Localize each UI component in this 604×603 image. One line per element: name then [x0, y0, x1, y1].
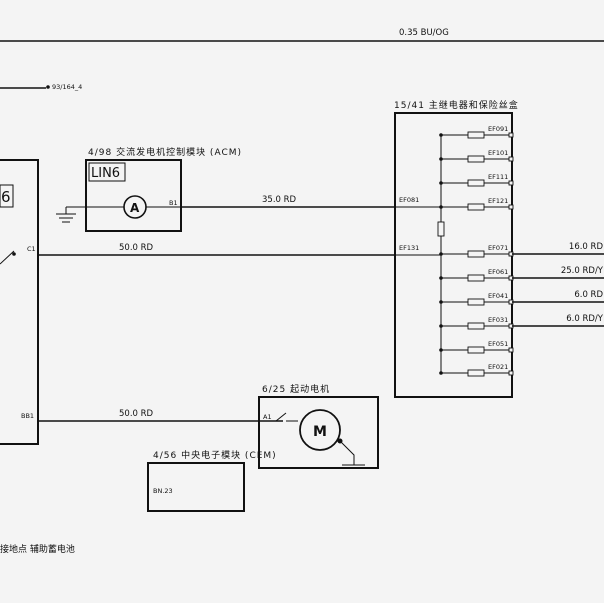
- fuse-ef041: EF041: [439, 292, 514, 306]
- left-module-box: [0, 159, 39, 445]
- left-module-number: 6: [1, 188, 11, 206]
- cem-pin-label: BN.23: [153, 487, 173, 495]
- fuse-ef091: EF091: [439, 125, 514, 139]
- fuse-element: [467, 298, 485, 306]
- fuse-element: [467, 274, 485, 282]
- output-wire-label: 25.0 RD/Y: [561, 266, 604, 276]
- fuse-label: EF031: [488, 316, 508, 324]
- fuse-terminal: [508, 370, 514, 376]
- starter-switch: [275, 412, 287, 422]
- starter-box: [258, 396, 379, 469]
- fusebox-title: 15/41 主继电器和保险丝盒: [394, 99, 519, 111]
- output-wires: 16.0 RD 25.0 RD/Y 6.0 RD 6.0 RD/Y: [512, 242, 604, 327]
- starter-pin-label: A1: [263, 413, 272, 421]
- output-wire-label: 6.0 RD: [574, 290, 603, 300]
- fuse-ef021: EF021: [439, 363, 514, 377]
- fuse-label: EF111: [488, 173, 508, 181]
- fuse-label: EF051: [488, 340, 508, 348]
- cem-box: [147, 462, 245, 512]
- motor-ground-wire: [339, 440, 355, 465]
- fuse-rows: EF091EF101EF111EF121EF071EF061EF041EF031…: [439, 125, 514, 377]
- fuse-element: [467, 346, 485, 354]
- fuse-element: [467, 179, 485, 187]
- fuse-element: [467, 131, 485, 139]
- acm-box: [85, 159, 182, 232]
- fuse-label: EF021: [488, 363, 508, 371]
- output-wire-label: 16.0 RD: [569, 242, 604, 252]
- fuse-terminal: [508, 156, 514, 162]
- left-module-connector: [0, 250, 15, 265]
- fuse-ef061: EF061: [439, 268, 514, 282]
- fuse-ef071: EF071: [439, 244, 514, 258]
- wire-c1-fusebox-label: 50.0 RD: [119, 243, 154, 253]
- fuse-ef121: EF121: [439, 197, 514, 211]
- fusebox-pin-ef081: EF081: [399, 196, 419, 204]
- fuse-terminal: [508, 180, 514, 186]
- fuse-label: EF061: [488, 268, 508, 276]
- top-wire-label: 0.35 BU/OG: [399, 28, 449, 38]
- fuse-label: EF041: [488, 292, 508, 300]
- starter-title: 6/25 起动电机: [262, 383, 330, 395]
- fuse-ef051: EF051: [439, 340, 514, 354]
- acm-pin-label: B1: [169, 199, 178, 207]
- cem-title: 4/56 中央电子模块 (CEM): [153, 449, 277, 461]
- fuse-ef111: EF111: [439, 173, 514, 187]
- ground-ref-label: 93/164_4: [52, 83, 82, 91]
- left-module-connector-node: [12, 252, 16, 256]
- fuse-terminal: [508, 132, 514, 138]
- left-module-number-box: [0, 184, 14, 208]
- fuse-element: [467, 369, 485, 377]
- footer-note: 接地点 辅助蓄电池: [0, 543, 75, 555]
- ground-ref-dot: [46, 85, 50, 89]
- alternator-letter: A: [130, 201, 140, 215]
- fuse-element: [467, 322, 485, 330]
- fuse-element: [467, 203, 485, 211]
- motor-letter: M: [313, 424, 327, 440]
- fuse-label: EF101: [488, 149, 508, 157]
- fuse-label: EF091: [488, 125, 508, 133]
- fuse-terminal: [508, 347, 514, 353]
- wire-acm-fusebox-label: 35.0 RD: [262, 195, 297, 205]
- fuse-label: EF071: [488, 244, 508, 252]
- wire-bb1-starter-label: 50.0 RD: [119, 409, 154, 419]
- fusebox-link-element: [437, 221, 445, 237]
- acm-lin-label: LIN6: [91, 166, 120, 181]
- fuse-terminal: [508, 204, 514, 210]
- acm-lin-box: [88, 162, 126, 182]
- fuse-element: [467, 155, 485, 163]
- fuse-ef101: EF101: [439, 149, 514, 163]
- output-wire-label: 6.0 RD/Y: [566, 314, 604, 324]
- fuse-ef031: EF031: [439, 316, 514, 330]
- pin-bb1-label: BB1: [21, 412, 34, 420]
- fuse-element: [467, 250, 485, 258]
- ground-symbol: [56, 213, 76, 223]
- pin-c1-label: C1: [27, 245, 36, 253]
- fusebox-pin-ef131: EF131: [399, 244, 419, 252]
- acm-title: 4/98 交流发电机控制模块 (ACM): [88, 146, 242, 158]
- motor-symbol: [299, 409, 341, 451]
- fuse-label: EF121: [488, 197, 508, 205]
